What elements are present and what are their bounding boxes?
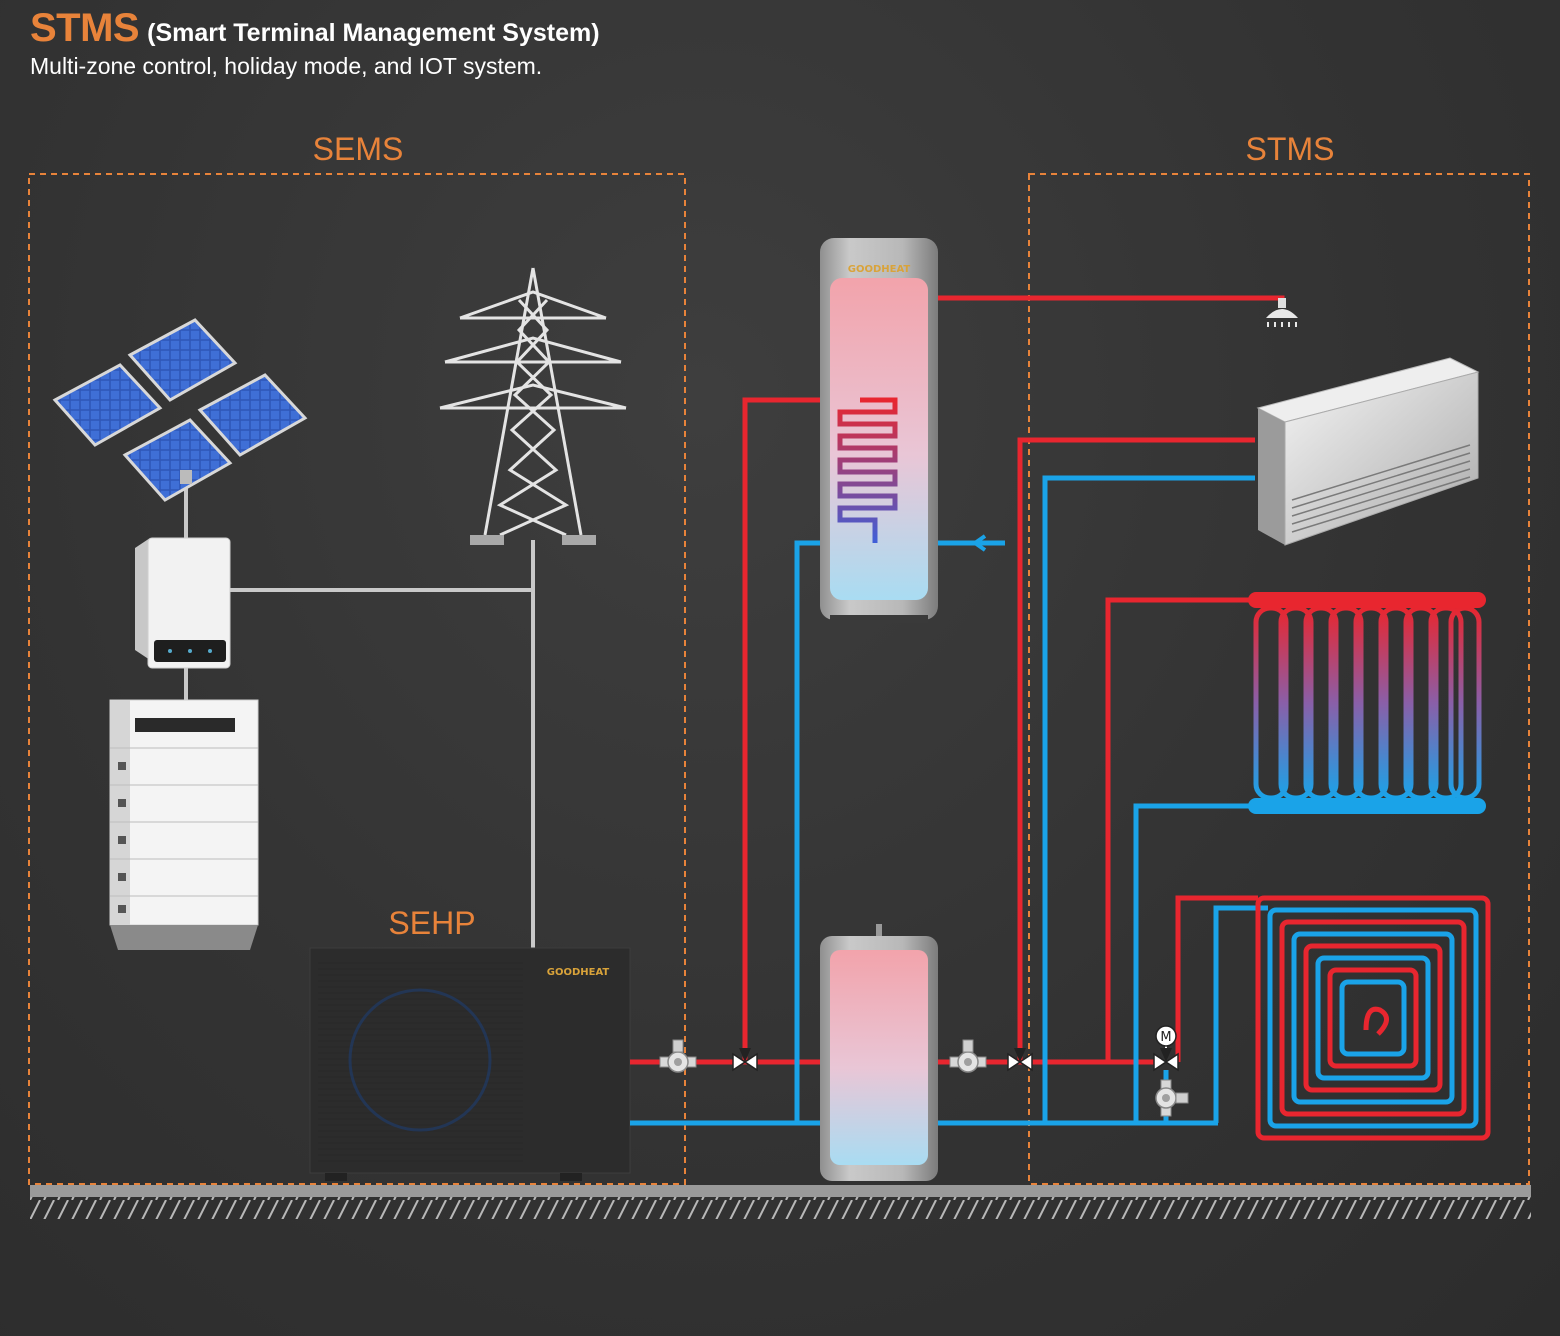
header: STMS(Smart Terminal Management System) M… xyxy=(30,6,600,80)
dhw-tank-brand: GOODHEAT xyxy=(848,264,911,275)
radiator-icon xyxy=(1248,592,1486,814)
circulation-pump-icon-3 xyxy=(1155,1079,1189,1117)
floor-heating-loop-icon xyxy=(1255,895,1491,1141)
dhw-tank-icon: GOODHEAT xyxy=(820,238,938,623)
circulation-pump-icon-2 xyxy=(949,1039,987,1073)
stms-zone-frame xyxy=(1028,173,1530,1185)
ground-hatch xyxy=(30,1197,1531,1219)
heat-pump-unit-icon: GOODHEAT xyxy=(309,947,631,1181)
heat-pump-brand: GOODHEAT xyxy=(547,967,610,978)
power-pylon-icon xyxy=(439,267,627,545)
zone-label-sems: SEMS xyxy=(313,131,404,167)
motorized-mixing-valve-icon: M xyxy=(1153,1025,1179,1071)
three-way-valve-icon-1 xyxy=(732,1047,758,1071)
zone-label-sehp: SEHP xyxy=(388,905,475,941)
zone-label-stms: STMS xyxy=(1246,131,1335,167)
fan-coil-unit-icon xyxy=(1256,357,1480,546)
ground-line xyxy=(30,1185,1531,1197)
battery-stack-icon xyxy=(109,699,259,950)
header-tagline: Multi-zone control, holiday mode, and IO… xyxy=(30,53,543,79)
circulation-pump-icon-1 xyxy=(659,1039,697,1073)
shower-head-icon xyxy=(1266,298,1298,327)
three-way-valve-icon-2 xyxy=(1007,1047,1033,1071)
pipe-network xyxy=(630,295,1285,1126)
sems-zone-frame xyxy=(28,173,686,1185)
power-lines xyxy=(184,480,535,950)
inverter-icon xyxy=(135,537,231,669)
header-subtitle: (Smart Terminal Management System) xyxy=(147,19,600,47)
valve-motor-label: M xyxy=(1160,1030,1171,1045)
solar-panel-icon xyxy=(52,318,308,502)
buffer-tank-icon xyxy=(820,924,938,1181)
header-title: STMS xyxy=(30,6,140,50)
